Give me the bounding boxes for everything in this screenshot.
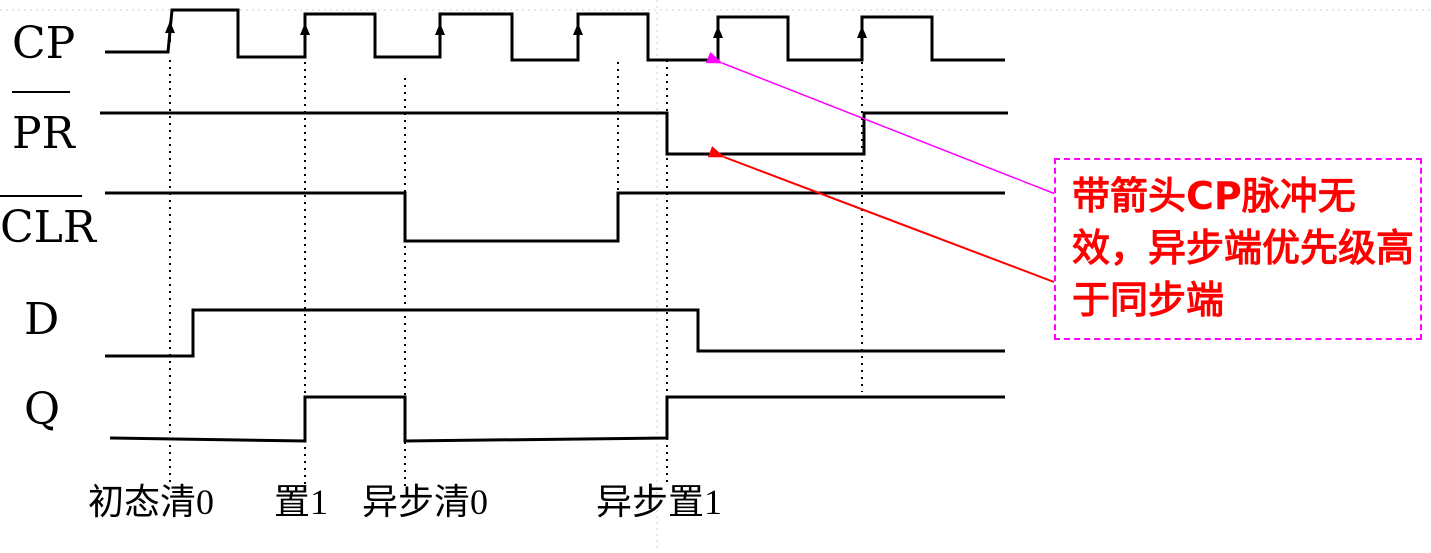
note-text: 带箭头CP脉冲无效，异步端优先级高于同步端 [1072,174,1415,322]
note-callout: 带箭头CP脉冲无效，异步端优先级高于同步端 [1054,158,1422,340]
clr-waveform [105,191,1005,243]
pr-waveform [100,111,1008,156]
signal-label-pr: PR [12,108,77,159]
label-initial-clear: 初态清0 [88,482,214,522]
cp-waveform [105,8,1005,62]
signal-label-cp: CP [12,18,75,69]
signal-label-clr: CLR [0,202,98,253]
q-waveform [109,395,1005,443]
d-waveform [105,308,1005,358]
label-async-set: 异步置1 [596,482,722,522]
signal-label-q: Q [24,384,60,435]
pr-priority-arrow [707,146,1055,283]
signal-label-d: D [24,294,59,345]
cp-invalid-arrow [705,51,1059,196]
label-set-1: 置1 [274,482,328,522]
label-async-clear: 异步清0 [362,482,488,522]
